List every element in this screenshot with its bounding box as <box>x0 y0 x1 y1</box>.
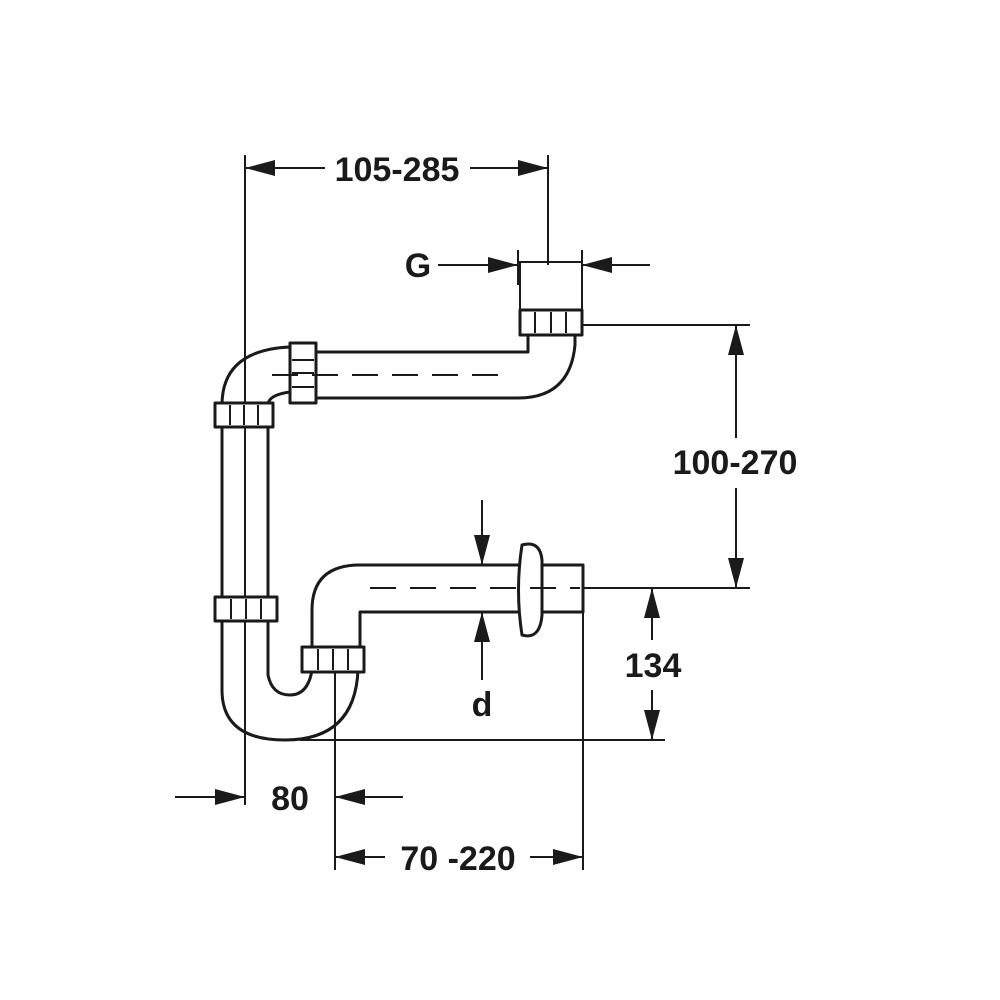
label-134: 134 <box>625 647 682 685</box>
dimension-80: 80 <box>175 780 403 818</box>
dimension-105-285: 105-285 <box>245 151 548 189</box>
label-70-220: 70 -220 <box>400 840 515 878</box>
dimension-100-270: 100-270 <box>673 325 798 588</box>
wall-rosette <box>517 542 544 638</box>
upper-horizontal-pipe <box>308 333 530 354</box>
dimension-d: d <box>472 500 493 724</box>
u-trap-bend <box>220 619 360 742</box>
dimension-70-220: 70 -220 <box>335 840 583 878</box>
outlet-pipe <box>310 563 585 649</box>
siphon-pipework <box>213 261 585 742</box>
label-100-270: 100-270 <box>673 444 798 482</box>
top-inlet-sleeve <box>519 261 583 311</box>
upper-elbow <box>220 345 292 407</box>
label-105-285: 105-285 <box>335 151 460 189</box>
label-d: d <box>472 686 493 724</box>
dimension-g: G <box>405 247 650 285</box>
label-80: 80 <box>271 780 309 818</box>
dimension-134: 134 <box>625 588 682 740</box>
label-g: G <box>405 247 431 285</box>
